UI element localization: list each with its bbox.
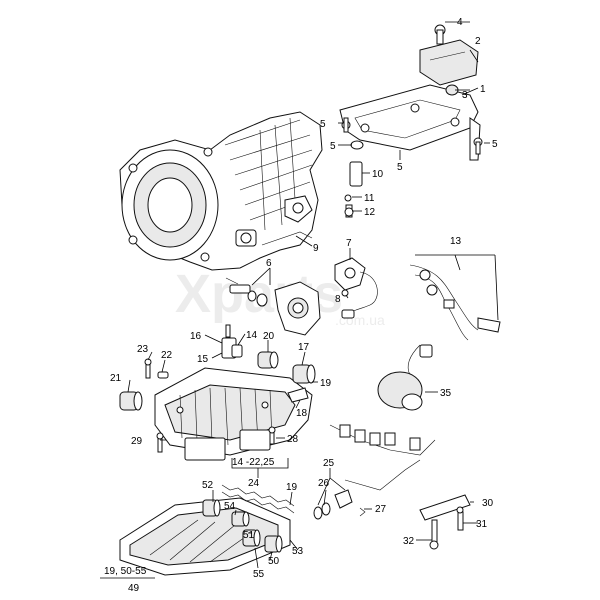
callout-19-a: 19	[320, 378, 332, 389]
callout-4: 4	[457, 17, 463, 28]
speed-sensor-7	[334, 257, 378, 319]
callout-labels: 4 2 1 3 5 5 5 5 10 11 12 9 7 6 8 13 16 1…	[104, 17, 498, 594]
callout-22: 22	[161, 350, 173, 361]
callout-55: 55	[253, 569, 265, 580]
callout-14: 14	[246, 330, 258, 341]
callout-15: 15	[197, 354, 209, 365]
callout-11: 11	[364, 193, 375, 204]
callout-5-b: 5	[330, 141, 336, 152]
callout-13: 13	[450, 236, 462, 247]
callout-1: 1	[480, 84, 486, 95]
valve-body	[154, 367, 313, 461]
solenoids	[119, 351, 316, 411]
callout-9: 9	[313, 243, 319, 254]
callout-50: 50	[268, 556, 280, 567]
callout-30: 30	[482, 498, 494, 509]
callout-18: 18	[296, 408, 308, 419]
callout-24: 24	[248, 478, 260, 489]
valve-hardware	[144, 324, 309, 403]
callout-35: 35	[440, 388, 452, 399]
transmission-mount-bracket	[339, 24, 483, 161]
callout-23: 23	[137, 344, 149, 355]
callout-19-b: 19	[286, 482, 298, 493]
callout-7: 7	[346, 238, 352, 249]
callout-2: 2	[475, 36, 481, 47]
callout-10: 10	[372, 169, 384, 180]
callout-8: 8	[335, 294, 341, 305]
callout-29: 29	[131, 436, 143, 447]
callout-16: 16	[190, 331, 202, 342]
callout-28: 28	[287, 434, 299, 445]
callout-26: 26	[318, 478, 330, 489]
callout-53: 53	[292, 546, 304, 557]
callout-49: 49	[128, 583, 140, 594]
bolts-28-29	[156, 426, 276, 453]
callout-52: 52	[202, 480, 214, 491]
bracket-30-32	[419, 494, 471, 550]
callout-21: 21	[110, 373, 122, 384]
small-fittings-10-12	[344, 161, 363, 218]
callout-3: 3	[462, 90, 468, 101]
callout-12: 12	[364, 207, 376, 218]
callout-25: 25	[323, 458, 335, 469]
callout-27: 27	[375, 504, 387, 515]
leader-lines	[100, 21, 499, 579]
wiring-harness	[313, 424, 436, 520]
transmission-housing	[119, 111, 323, 271]
sensor-35	[377, 344, 433, 411]
callout-5-d: 5	[397, 162, 403, 173]
spring-strip-53	[221, 484, 295, 514]
flange-6	[225, 277, 321, 336]
callout-32: 32	[403, 536, 415, 547]
callout-51: 51	[243, 530, 255, 541]
callout-5-a: 5	[320, 119, 326, 130]
callout-range-19-50-55: 19, 50-55	[104, 566, 147, 577]
lower-solenoids	[202, 499, 283, 553]
callout-54: 54	[224, 501, 236, 512]
callout-20: 20	[263, 331, 275, 342]
callout-17: 17	[298, 342, 310, 353]
callout-5-c: 5	[492, 139, 498, 150]
cooler-lines-13	[409, 264, 501, 341]
callout-range-14-22-25: 14 -22,25	[232, 457, 275, 468]
callout-31: 31	[476, 519, 488, 530]
callout-6: 6	[266, 258, 272, 269]
